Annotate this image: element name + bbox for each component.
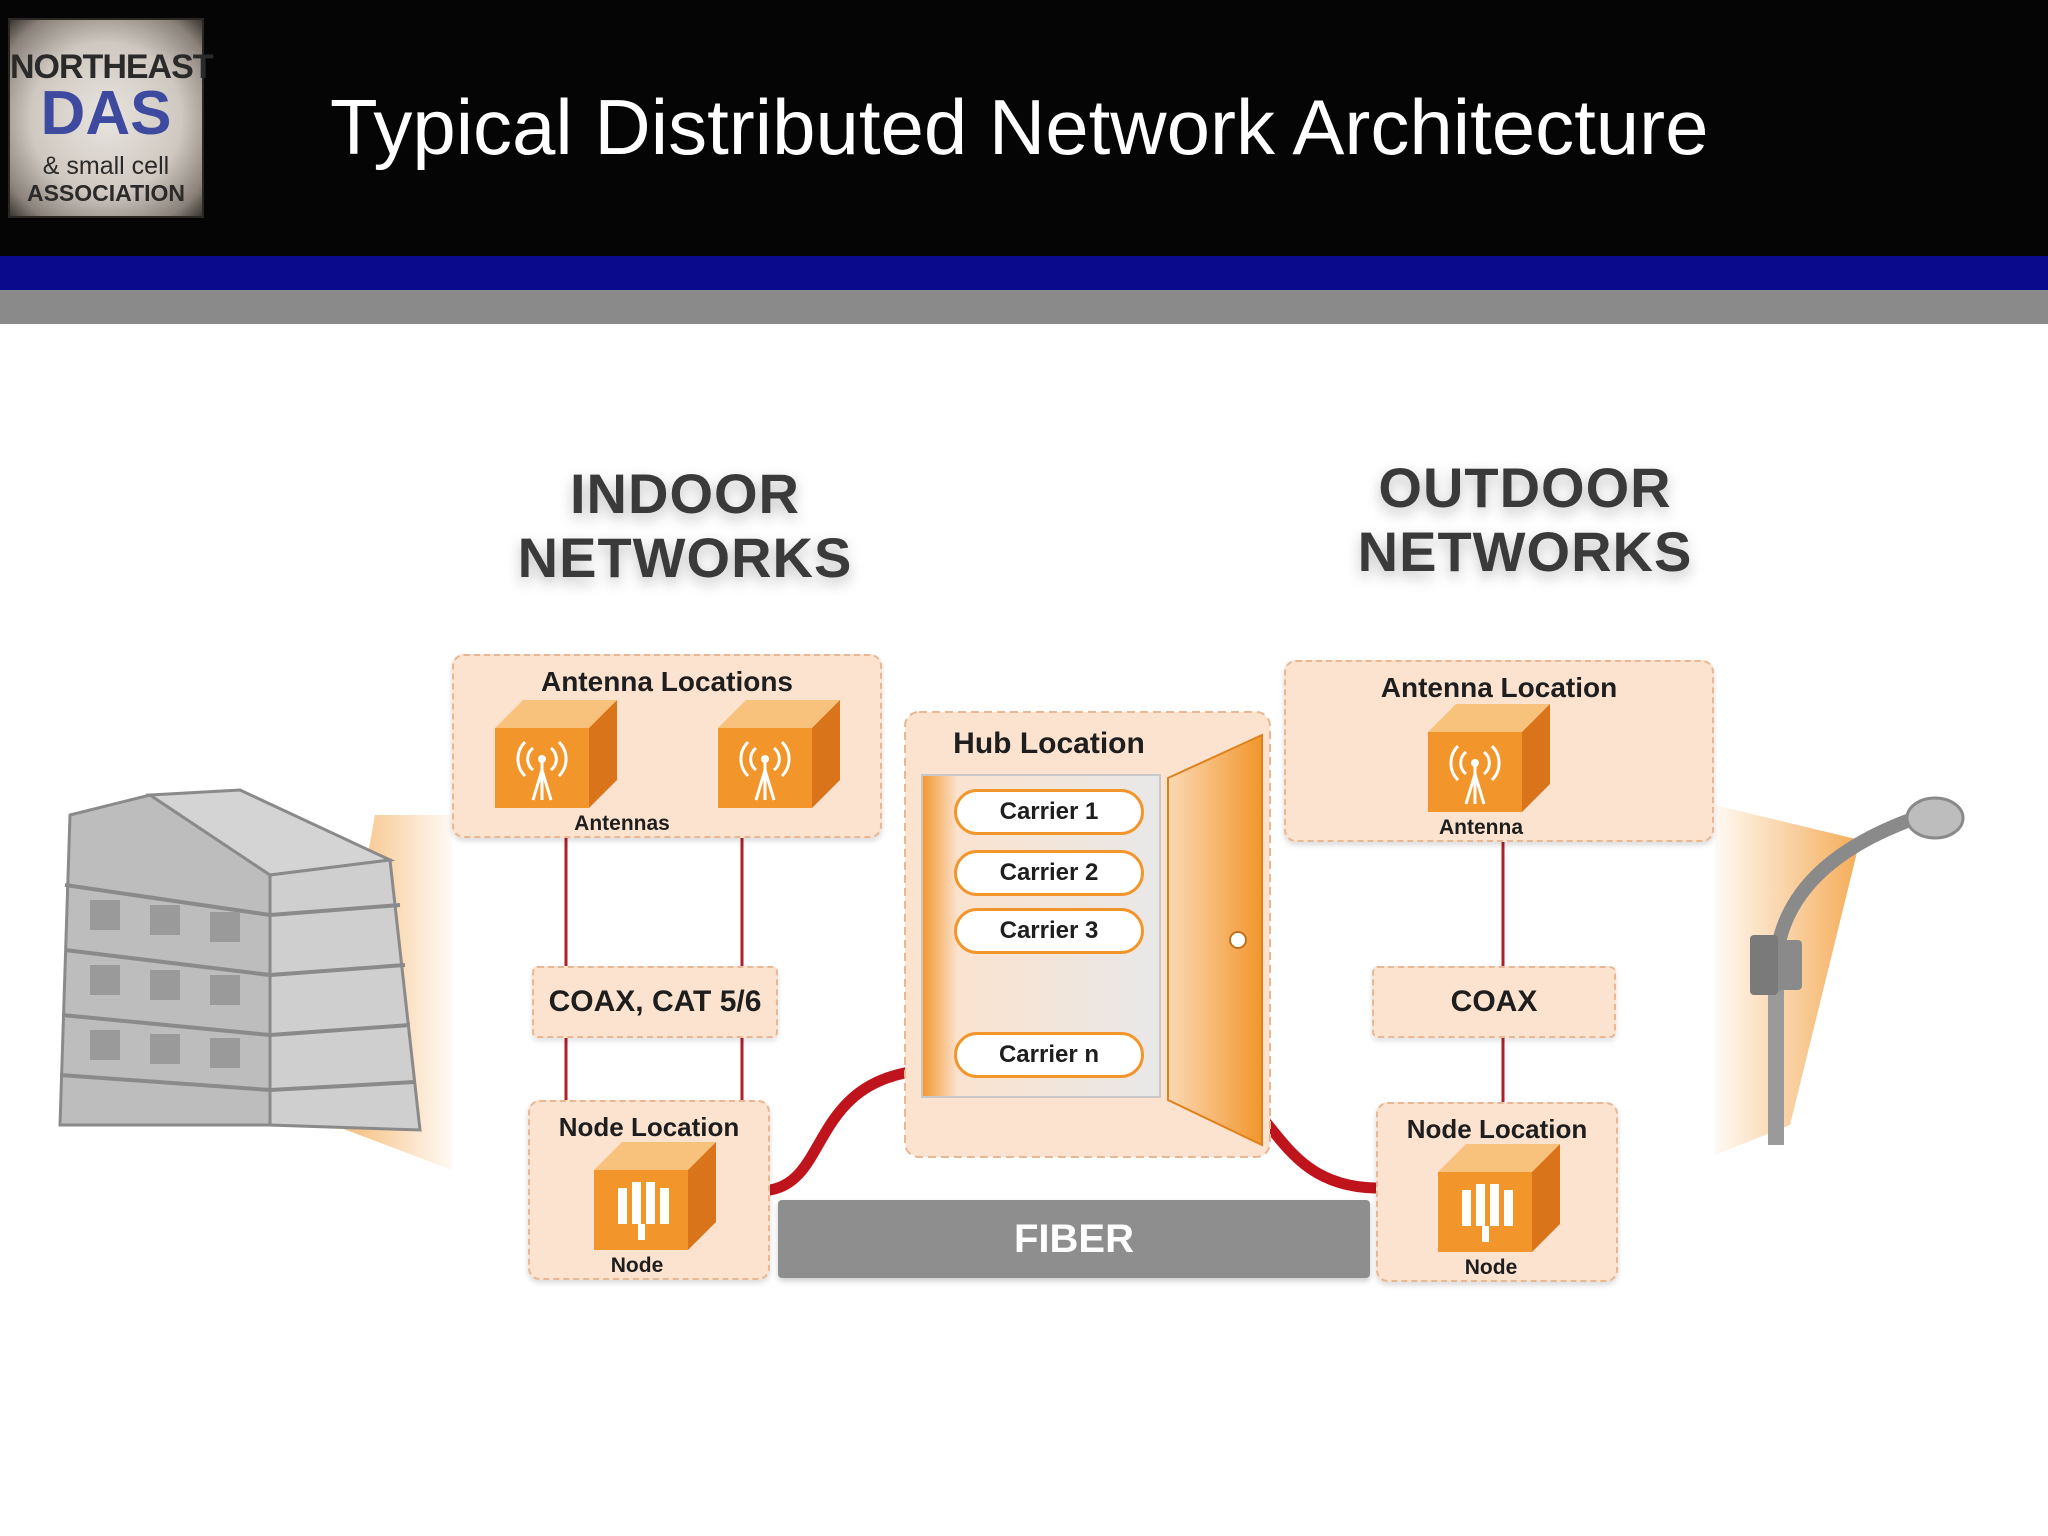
outdoor-heading-line-2: NETWORKS (1357, 520, 1693, 583)
node-icon (1438, 1144, 1560, 1252)
logo-line-1: NORTHEAST (10, 48, 214, 86)
hub-cabinet-door (1167, 733, 1263, 1147)
association-logo: NORTHEAST DAS & small cell ASSOCIATION (8, 18, 214, 218)
outdoor-antenna-label: Antenna (1439, 816, 1523, 839)
outdoor-antenna-box-title: Antenna Location (1380, 672, 1618, 703)
antenna-icon (1428, 704, 1550, 812)
outdoor-heading-line-1: OUTDOOR (1378, 456, 1672, 519)
header-bar (0, 0, 2048, 256)
node-icon (594, 1142, 716, 1250)
carrier-pill: Carrier n (954, 1032, 1144, 1078)
indoor-cable-label: COAX, CAT 5/6 (532, 966, 778, 1038)
indoor-antenna-box-title: Antenna Locations (540, 666, 793, 697)
outdoor-node-box-title: Node Location (1406, 1114, 1588, 1144)
indoor-antenna-label: Antennas (574, 812, 670, 835)
blue-stripe (0, 256, 2048, 290)
indoor-node-label: Node (610, 1254, 664, 1277)
antenna-icon (495, 700, 617, 808)
logo-line-2: DAS (40, 79, 172, 148)
indoor-heading: INDOOR NETWORKS (460, 462, 910, 590)
fiber-label: FIBER (778, 1200, 1370, 1278)
streetlight-illustration (1750, 796, 1965, 1145)
outdoor-node-label: Node (1464, 1256, 1518, 1279)
logo-line-3: & small cell (42, 152, 170, 180)
fiber-curve-left (764, 1064, 931, 1196)
outdoor-cable-label: COAX (1372, 966, 1616, 1038)
hub-title: Hub Location (953, 727, 1145, 760)
carrier-pill: Carrier 2 (954, 850, 1144, 896)
indoor-heading-line-1: INDOOR (570, 462, 800, 525)
indoor-heading-line-2: NETWORKS (517, 526, 853, 589)
outdoor-heading: OUTDOOR NETWORKS (1300, 456, 1750, 584)
carrier-pill: Carrier 1 (954, 789, 1144, 835)
gray-stripe (0, 290, 2048, 324)
indoor-node-box-title: Node Location (558, 1112, 740, 1142)
logo-line-4: ASSOCIATION (26, 180, 186, 206)
antenna-icon (718, 700, 840, 808)
building-illustration (58, 788, 422, 1132)
page-title: Typical Distributed Network Architecture (330, 83, 1709, 171)
carrier-pill: Carrier 3 (954, 908, 1144, 954)
